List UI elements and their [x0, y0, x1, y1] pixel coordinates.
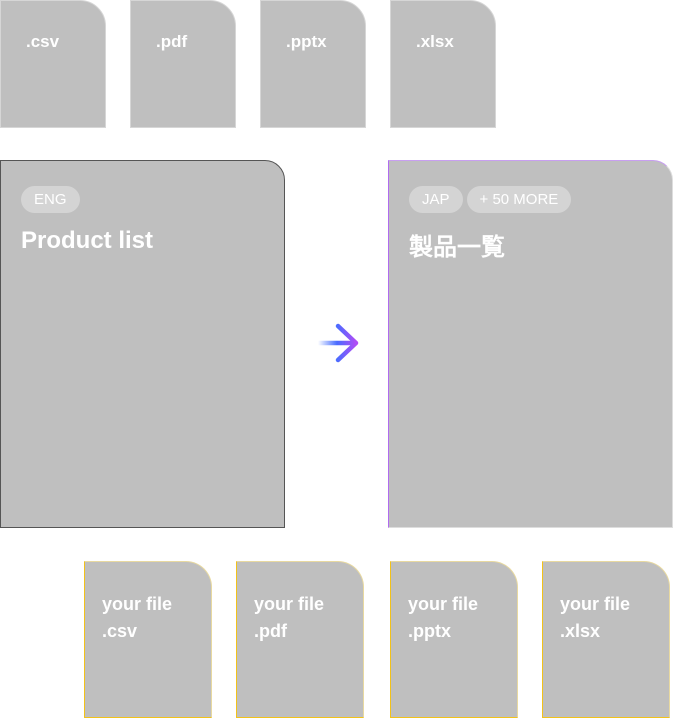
output-file-card-csv: your file .csv — [84, 561, 212, 718]
format-label: .pptx — [286, 32, 327, 51]
arrow-right-icon — [316, 323, 359, 363]
output-file-card-pptx: your file .pptx — [390, 561, 518, 718]
output-label: your file .pdf — [254, 594, 325, 641]
format-card-pdf: .pdf — [130, 0, 236, 128]
output-label: your file .csv — [102, 594, 173, 641]
format-card-xlsx: .xlsx — [390, 0, 496, 128]
format-card-csv: .csv — [0, 0, 106, 128]
output-file-card-xlsx: your file .xlsx — [542, 561, 670, 718]
output-label: your file .pptx — [408, 594, 479, 641]
language-badge: JAP — [409, 186, 463, 213]
more-languages-badge: + 50 MORE — [466, 186, 572, 213]
document-title: Product list — [21, 227, 154, 254]
document-title: 製品一覧 — [409, 234, 505, 261]
output-file-card-pdf: your file .pdf — [236, 561, 364, 718]
format-card-pptx: .pptx — [260, 0, 366, 128]
translated-document-card: JAP + 50 MORE 製品一覧 — [388, 160, 673, 528]
format-label: .pdf — [156, 32, 188, 51]
language-badge: ENG — [21, 186, 80, 213]
source-document-card: ENG Product list — [0, 160, 285, 528]
format-label: .xlsx — [416, 32, 454, 51]
output-label: your file .xlsx — [560, 594, 631, 641]
format-label: .csv — [26, 32, 60, 51]
